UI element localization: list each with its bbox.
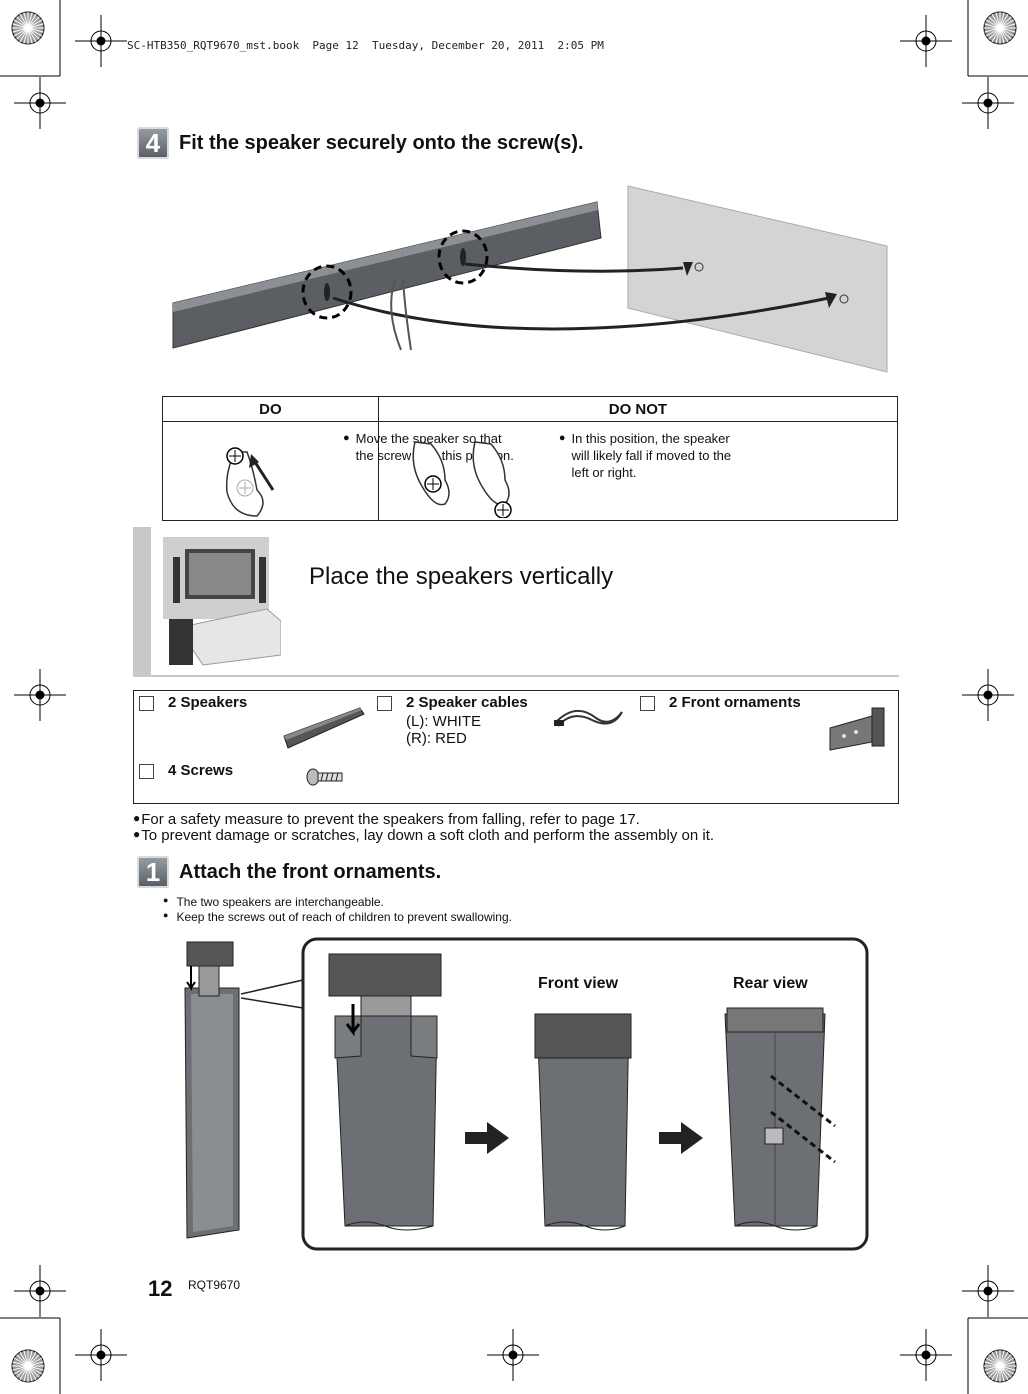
do-do-not-table: DO DO NOT ● Move the speaker so that the… (162, 396, 899, 521)
soundbar-wall-illustration (172, 185, 888, 373)
sunburst-mark (983, 11, 1017, 45)
step-1-title: Attach the front ornaments. (179, 860, 442, 883)
cable-right-label: (R): RED (406, 730, 467, 747)
item-checkbox (139, 696, 154, 711)
item-checkbox (640, 696, 655, 711)
do-not-header: DO NOT (377, 396, 899, 422)
item-speakers: 2 Speakers (139, 694, 247, 711)
step-4-heading: 4 Fit the speaker securely onto the scre… (137, 127, 584, 159)
tv-room-illustration (163, 537, 281, 666)
document-code: RQT9670 (188, 1278, 241, 1292)
print-header: SC-HTB350_RQT9670_mst.book Page 12 Tuesd… (127, 39, 604, 52)
step-1-heading: 1 Attach the front ornaments. (137, 856, 441, 888)
do-not-cell: ● In this position, the speaker will lik… (377, 421, 899, 521)
step-4-title: Fit the speaker securely onto the screw(… (179, 131, 584, 154)
front-ornament-icon (829, 707, 885, 751)
item-checkbox (139, 764, 154, 779)
sunburst-mark (11, 1349, 45, 1383)
rear-view-label: Rear view (733, 975, 808, 992)
correct-screw-position-icon (225, 447, 275, 517)
note-safety: ● For a safety measure to prevent the sp… (133, 811, 640, 828)
banner-divider (133, 675, 899, 677)
page-number: 12 (148, 1276, 173, 1301)
sunburst-mark (11, 11, 45, 45)
section-banner-bar (133, 527, 151, 675)
step-1-note-screws: ● Keep the screws out of reach of childr… (163, 910, 512, 924)
do-cell: ● Move the speaker so that the screw is … (162, 421, 514, 521)
item-screws: 4 Screws (139, 762, 233, 779)
cable-left-label: (L): WHITE (406, 713, 481, 730)
step-1-note-interchangeable: ● The two speakers are interchangeable. (163, 895, 384, 909)
banner-title: Place the speakers vertically (309, 563, 614, 590)
front-view-label: Front view (538, 975, 619, 992)
screw-icon (306, 768, 343, 786)
included-items-box (133, 690, 899, 804)
note-soft-cloth: ● To prevent damage or scratches, lay do… (133, 827, 715, 844)
do-header: DO (162, 396, 379, 422)
sunburst-mark (983, 1349, 1017, 1383)
do-not-instruction: ● In this position, the speaker will lik… (558, 431, 732, 480)
item-checkbox (377, 696, 392, 711)
incorrect-screw-position-icon (412, 441, 512, 518)
step-number-badge: 4 (137, 127, 169, 159)
speaker-icon (283, 707, 365, 749)
speaker-cable-icon (554, 710, 623, 727)
step-number-badge: 1 (137, 856, 169, 888)
item-speaker-cables: 2 Speaker cables (L): WHITE (R): RED (377, 694, 528, 747)
ornament-assembly-illustration (184, 937, 869, 1251)
item-front-ornaments: 2 Front ornaments (640, 694, 801, 711)
